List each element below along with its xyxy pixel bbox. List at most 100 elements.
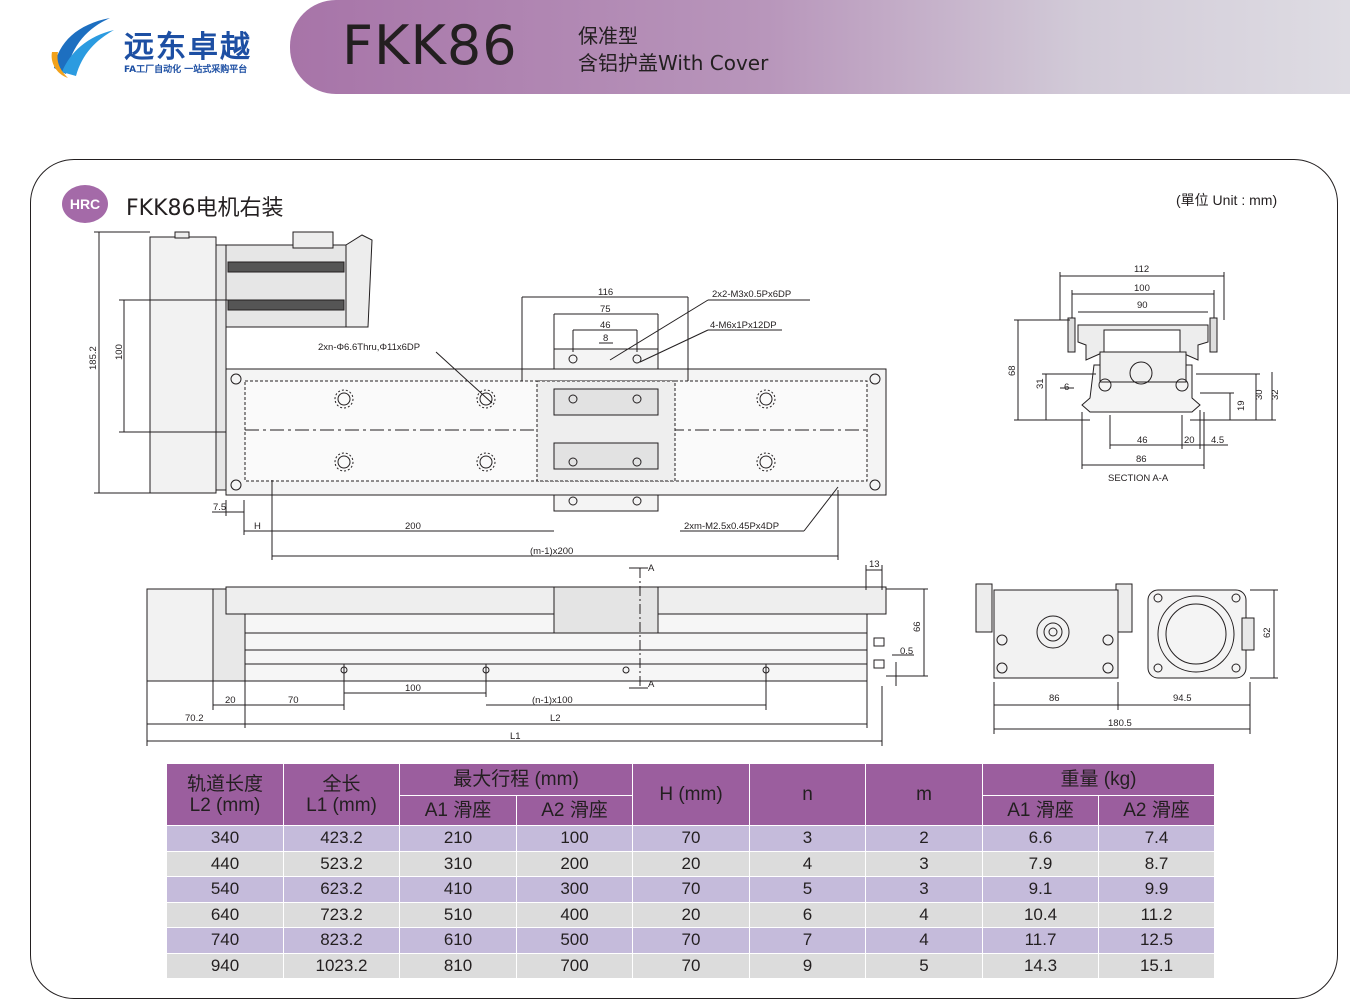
end-dim-94-5: 94.5 — [1173, 693, 1192, 704]
cell-stroke-a1: 410 — [399, 876, 517, 903]
table-row: 940 1023.2 810 700 70 9 5 14.3 15.1 — [166, 952, 1216, 979]
cell-m: 4 — [865, 901, 983, 928]
sec-dim-112: 112 — [1134, 264, 1149, 275]
cell-l1: 623.2 — [283, 876, 400, 903]
callout-m6-holes: 4-M6x1Px12DP — [710, 320, 777, 331]
drawing-panel — [30, 159, 1338, 999]
sec-dim-90: 90 — [1137, 300, 1148, 311]
side-view — [146, 565, 928, 746]
cell-m: 3 — [865, 850, 983, 877]
end-dim-86: 86 — [1049, 693, 1060, 704]
cell-weight-a1: 6.6 — [982, 825, 1099, 852]
cell-stroke-a2: 200 — [516, 850, 633, 877]
cell-m: 5 — [865, 952, 983, 979]
side-dim-l2: L2 — [550, 713, 561, 724]
cell-l2: 440 — [166, 850, 284, 877]
header-total-length: 全长 L1 (mm) — [283, 763, 400, 826]
subtitle-cover: 含铝护盖With Cover — [578, 51, 769, 75]
cell-n: 4 — [749, 850, 866, 877]
brand-swoosh-icon — [51, 18, 114, 78]
end-view — [975, 583, 1278, 734]
cell-h: 70 — [632, 825, 750, 852]
sec-dim-46: 46 — [1137, 435, 1148, 446]
cell-weight-a2: 11.2 — [1097, 901, 1216, 928]
callout-m3-holes: 2x2-M3x0.5Px6DP — [712, 289, 791, 300]
title-band: FKK86 保准型 含铝护盖With Cover — [290, 0, 1350, 94]
side-dim-70-2: 70.2 — [185, 713, 204, 724]
cell-n: 3 — [749, 825, 866, 852]
section-view — [1014, 272, 1276, 469]
cell-l2: 940 — [166, 952, 284, 979]
header-weight-a2: A2 滑座 — [1097, 795, 1216, 826]
header-rail-length: 轨道长度 L2 (mm) — [166, 763, 284, 826]
cell-h: 20 — [632, 901, 750, 928]
sec-dim-4-5: 4.5 — [1211, 435, 1224, 446]
sec-dim-20: 20 — [1184, 435, 1195, 446]
cell-stroke-a2: 300 — [516, 876, 633, 903]
header-stroke-a1: A1 滑座 — [399, 795, 517, 826]
sec-dim-19: 19 — [1236, 400, 1247, 411]
top-view — [94, 231, 887, 560]
spec-table: 轨道长度 L2 (mm) 全长 L1 (mm) 最大行程 (mm) H (mm)… — [166, 763, 1216, 979]
table-row: 540 623.2 410 300 70 5 3 9.1 9.9 — [166, 876, 1216, 903]
cell-h: 70 — [632, 952, 750, 979]
header-weight-a1: A1 滑座 — [982, 795, 1099, 826]
brand-name: 远东卓越 — [124, 30, 252, 65]
cell-n: 5 — [749, 876, 866, 903]
cell-l2: 340 — [166, 825, 284, 852]
side-dim-13: 13 — [869, 559, 880, 570]
dim-116: 116 — [598, 287, 613, 298]
hrc-badge: HRC — [62, 185, 108, 223]
cell-weight-a1: 9.1 — [982, 876, 1099, 903]
dim-m1-200: (m-1)x200 — [530, 546, 573, 557]
cell-weight-a2: 9.9 — [1097, 876, 1216, 903]
header-weight: 重量 (kg) — [981, 763, 1216, 796]
cell-weight-a2: 12.5 — [1097, 927, 1216, 954]
table-row: 440 523.2 310 200 20 4 3 7.9 8.7 — [166, 850, 1216, 877]
cell-stroke-a1: 510 — [399, 901, 517, 928]
cell-weight-a1: 11.7 — [982, 927, 1099, 954]
cell-l1: 1023.2 — [283, 952, 400, 979]
dim-185-2: 185.2 — [88, 346, 99, 370]
cell-weight-a1: 10.4 — [982, 901, 1099, 928]
end-dim-180-5: 180.5 — [1108, 718, 1132, 729]
sec-dim-31: 31 — [1035, 378, 1046, 389]
dim-200: 200 — [405, 521, 421, 532]
dim-7-5: 7.5 — [213, 502, 226, 513]
cell-l1: 723.2 — [283, 901, 400, 928]
subtitle-type: 保准型 — [578, 24, 638, 48]
side-dim-l1: L1 — [510, 731, 521, 742]
side-dim-n1-100: (n-1)x100 — [532, 695, 573, 706]
side-dim-66: 66 — [912, 621, 923, 632]
side-dim-70: 70 — [288, 695, 299, 706]
cell-l2: 740 — [166, 927, 284, 954]
cell-m: 3 — [865, 876, 983, 903]
cell-l1: 823.2 — [283, 927, 400, 954]
brand-tagline: FA工厂自动化 一站式采购平台 — [124, 65, 248, 75]
callout-m2-5-holes: 2xm-M2.5x0.45Px4DP — [684, 521, 779, 532]
end-dim-62: 62 — [1262, 627, 1273, 638]
cell-m: 4 — [865, 927, 983, 954]
side-dim-100: 100 — [405, 683, 421, 694]
sec-dim-100: 100 — [1134, 283, 1150, 294]
cell-weight-a2: 7.4 — [1097, 825, 1216, 852]
cell-weight-a1: 14.3 — [982, 952, 1099, 979]
cell-h: 70 — [632, 927, 750, 954]
section-title: FKK86电机右装 — [126, 196, 284, 221]
cell-weight-a2: 8.7 — [1097, 850, 1216, 877]
cell-weight-a2: 15.1 — [1097, 952, 1216, 979]
cell-stroke-a2: 700 — [516, 952, 633, 979]
header-n: n — [749, 763, 866, 826]
unit-note: (單位 Unit : mm) — [1176, 192, 1278, 208]
table-row: 340 423.2 210 100 70 3 2 6.6 7.4 — [166, 825, 1216, 852]
cell-n: 7 — [749, 927, 866, 954]
cell-stroke-a2: 400 — [516, 901, 633, 928]
sec-dim-86: 86 — [1136, 454, 1147, 465]
cell-stroke-a1: 310 — [399, 850, 517, 877]
header-m: m — [865, 763, 983, 826]
cell-stroke-a2: 500 — [516, 927, 633, 954]
cell-stroke-a1: 810 — [399, 952, 517, 979]
section-caption: SECTION A-A — [1108, 473, 1169, 484]
sec-dim-6: 6 — [1064, 382, 1069, 393]
table-row: 640 723.2 510 400 20 6 4 10.4 11.2 — [166, 901, 1216, 928]
